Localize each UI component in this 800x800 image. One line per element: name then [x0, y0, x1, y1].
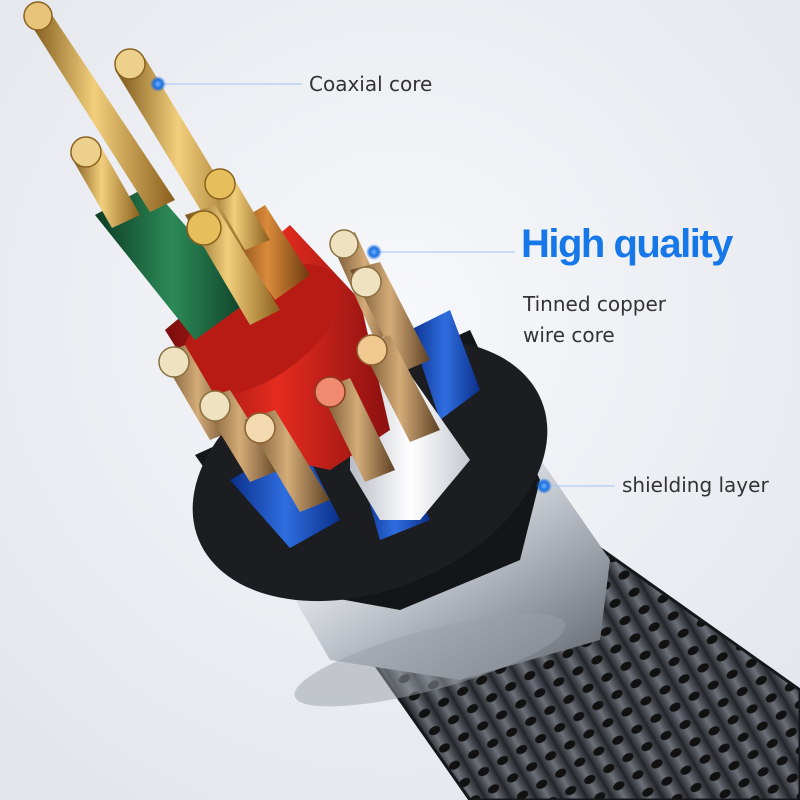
- tinned-copper-line-1: Tinned copper: [523, 292, 667, 316]
- tinned-copper-line-2: wire core: [523, 323, 615, 347]
- coax-pointer-dot: [150, 76, 166, 92]
- shield-pointer-dot: [536, 478, 552, 494]
- callout-pointers: [150, 76, 615, 494]
- coaxial-core-label: Coaxial core: [309, 72, 433, 96]
- shielding-layer-label: shielding layer: [622, 473, 769, 497]
- tinned-pointer-dot: [366, 244, 382, 260]
- high-quality-headline: High quality: [521, 222, 733, 266]
- tinned-copper-label: Tinned copper wire core: [523, 289, 666, 351]
- green-core: [95, 185, 250, 340]
- strand-end-caps: [23, 1, 388, 444]
